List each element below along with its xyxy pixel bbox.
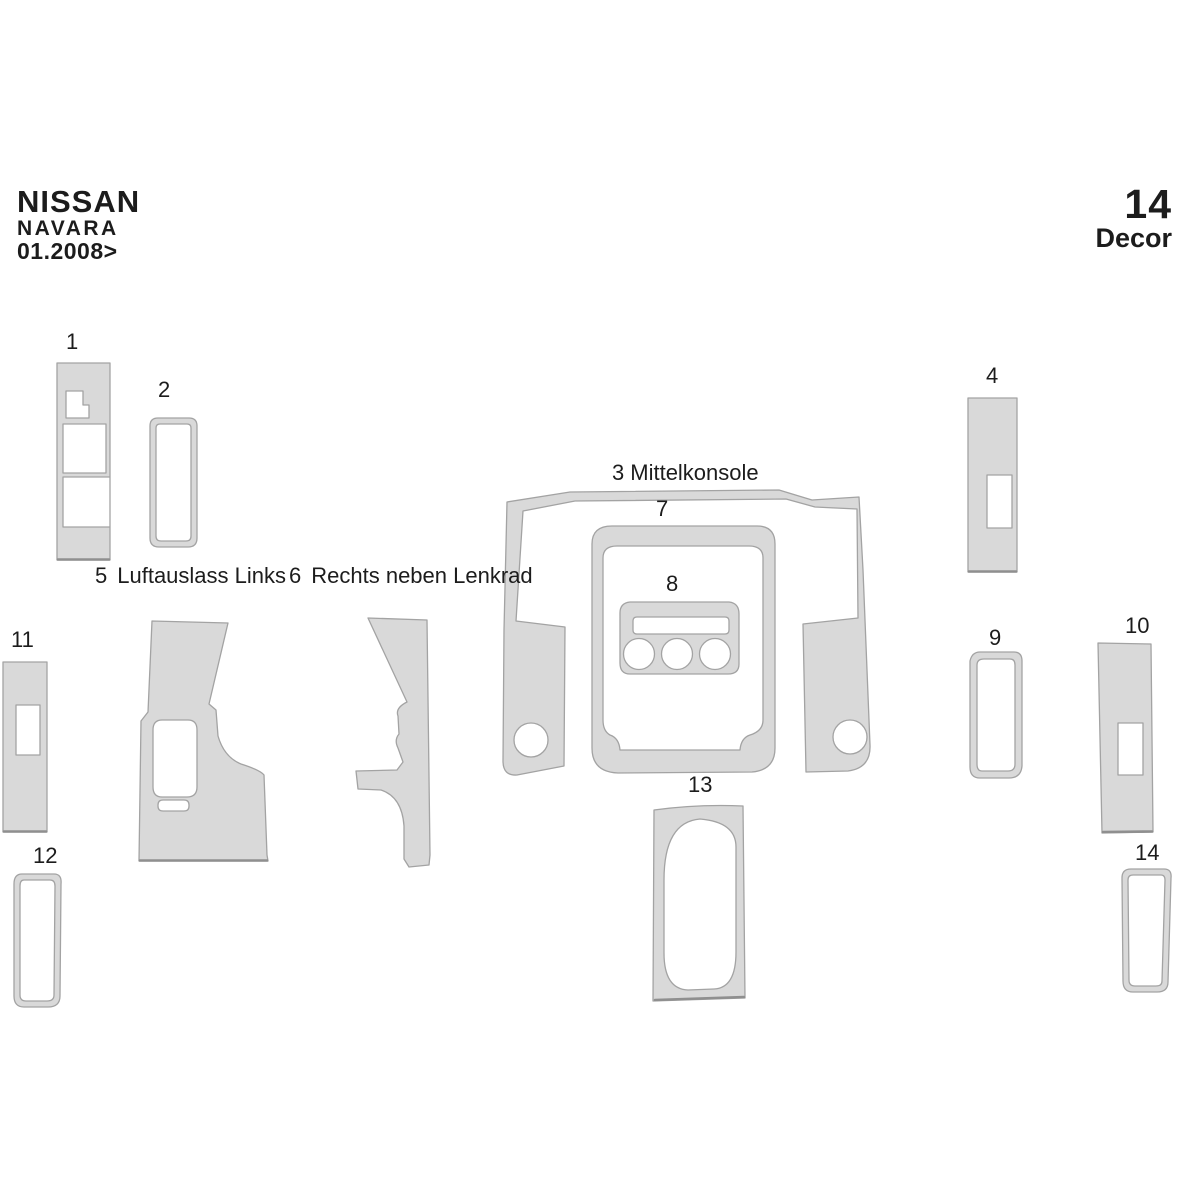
part-5-shape: [138, 620, 269, 862]
part-4-label: 4: [986, 363, 999, 388]
part-5-label: 5 Luftauslass Links: [95, 564, 286, 587]
part-11-shape: [2, 661, 48, 833]
part-14-shape: [1121, 868, 1172, 993]
part-8-knob-hole-center: [660, 637, 694, 671]
part-2-label: 2: [158, 377, 171, 402]
vehicle-model: NAVARA: [17, 217, 119, 240]
part-2-shape: [149, 417, 198, 548]
part-10-label: 10: [1125, 613, 1150, 638]
part-3-right-hole: [832, 719, 868, 755]
part-4-shape: [967, 397, 1018, 573]
kit-info: 14 Decor: [1095, 184, 1172, 252]
part-12-label: 12: [33, 843, 58, 868]
part-6-number: 6: [289, 563, 302, 588]
part-10-bottom-edge: [1101, 830, 1154, 834]
part-6-name: Rechts neben Lenkrad: [311, 563, 533, 588]
part-9-label: 9: [989, 625, 1002, 650]
vehicle-title: NISSAN NAVARA 01.2008>: [17, 186, 140, 263]
vehicle-year: 01.2008>: [17, 238, 118, 265]
part-7-shape: [591, 525, 776, 774]
part-11-label: 11: [11, 627, 34, 652]
part-3-left-hole: [513, 722, 549, 758]
part-8-label: 8: [666, 571, 679, 596]
part-12-shape: [13, 873, 62, 1008]
part-7-label: 7: [656, 496, 669, 521]
part-5-name: Luftauslass Links: [117, 563, 287, 588]
part-1-shape: [56, 362, 111, 561]
part-6-label: 6 Rechts neben Lenkrad: [289, 564, 533, 587]
part-13-bottom-edge: [653, 995, 746, 1002]
part-1-label: 1: [66, 329, 79, 354]
part-13-label: 13: [688, 772, 713, 797]
part-5-number: 5: [95, 563, 108, 588]
part-3-number: 3: [612, 460, 625, 485]
part-3-name: Mittelkonsole: [630, 460, 759, 485]
part-13-shape: [652, 804, 746, 1002]
kit-piece-count: 14: [1124, 181, 1172, 227]
vehicle-brand: NISSAN: [17, 184, 141, 219]
part-14-label: 14: [1135, 840, 1160, 865]
part-9-shape: [969, 651, 1023, 779]
part-10-shape: [1097, 642, 1154, 834]
part-8-knob-hole-right: [698, 637, 732, 671]
part-8-knob-hole-left: [622, 637, 656, 671]
part-6-shape: [355, 617, 431, 868]
kit-type-label: Decor: [1095, 223, 1172, 253]
